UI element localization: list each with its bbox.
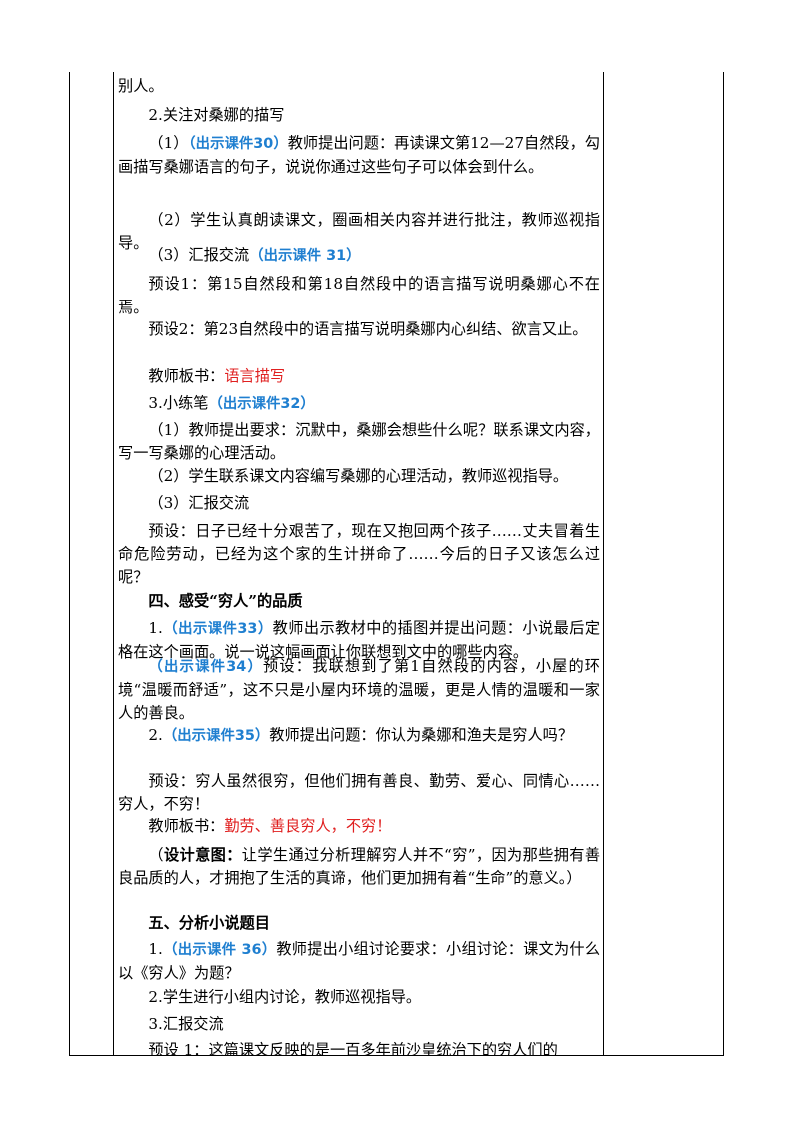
table-column-divider — [603, 72, 604, 1055]
paragraph: （出示课件34）预设：我联想到了第1自然段的内容，小屋的环境“温暖而舒适”，这不… — [118, 657, 600, 722]
paragraph: 教师板书：语言描写 — [148, 367, 286, 385]
paragraph: （1）教师提出要求：沉默中，桑娜会想些什么呢？联系课文内容，写一写桑娜的心理活动… — [118, 421, 600, 462]
paragraph: 预设1：第15自然段和第18自然段中的语言描写说明桑娜心不在焉。 — [118, 275, 600, 316]
table-column-divider — [113, 72, 114, 1055]
paragraph: 1.（出示课件33）教师出示教材中的插图并提出问题：小说最后定格在这个画面。说一… — [118, 619, 600, 661]
paragraph: （3）汇报交流 — [148, 494, 250, 512]
paragraph: （1）（出示课件30）教师提出问题：再读课文第12—27自然段，勾画描写桑娜语言… — [118, 134, 600, 176]
lesson-content-cell: 别人。 2.关注对桑娜的描写 （1）（出示课件30）教师提出问题：再读课文第12… — [118, 72, 600, 1056]
paragraph: 预设 1：这篇课文反映的是一百多年前沙皇统治下的穷人们的 — [148, 1041, 558, 1056]
paragraph: 1.（出示课件 36）教师提出小组讨论要求：小组讨论：课文为什么以《穷人》为题？ — [118, 940, 600, 982]
paragraph: 2.关注对桑娜的描写 — [148, 106, 285, 124]
paragraph: 预设：日子已经十分艰苦了，现在又抱回两个孩子……丈夫冒着生命危险劳动，已经为这个… — [118, 522, 600, 586]
paragraph: 预设2：第23自然段中的语言描写说明桑娜内心纠结、欲言又止。 — [148, 320, 588, 338]
paragraph: 2.（出示课件35）教师提出问题：你认为桑娜和渔夫是穷人吗？ — [148, 726, 574, 744]
lesson-table — [69, 72, 724, 1056]
paragraph: 教师板书：勤劳、善良穷人，不穷！ — [148, 817, 392, 835]
paragraph: 别人。 — [118, 77, 164, 95]
paragraph: 预设：穷人虽然很穷，但他们拥有善良、勤劳、爱心、同情心……穷人，不穷！ — [118, 772, 600, 813]
design-intent-note: （设计意图：让学生通过分析理解穷人并不“穷”，因为那些拥有善良品质的人，才拥抱了… — [118, 846, 600, 887]
paragraph: （2）学生认真朗读课文，圈画相关内容并进行批注，教师巡视指导。 — [118, 211, 600, 252]
paragraph: （3）汇报交流（出示课件 31） — [148, 246, 361, 264]
section-heading: 四、感受“穷人”的品质 — [148, 592, 303, 610]
paragraph: 2.学生进行小组内讨论，教师巡视指导。 — [148, 988, 422, 1006]
section-heading: 五、分析小说题目 — [148, 914, 270, 932]
paragraph: （2）学生联系课文内容编写桑娜的心理活动，教师巡视指导。 — [148, 467, 569, 485]
paragraph: 3.小练笔（出示课件32） — [148, 394, 315, 412]
paragraph: 3.汇报交流 — [148, 1015, 224, 1033]
